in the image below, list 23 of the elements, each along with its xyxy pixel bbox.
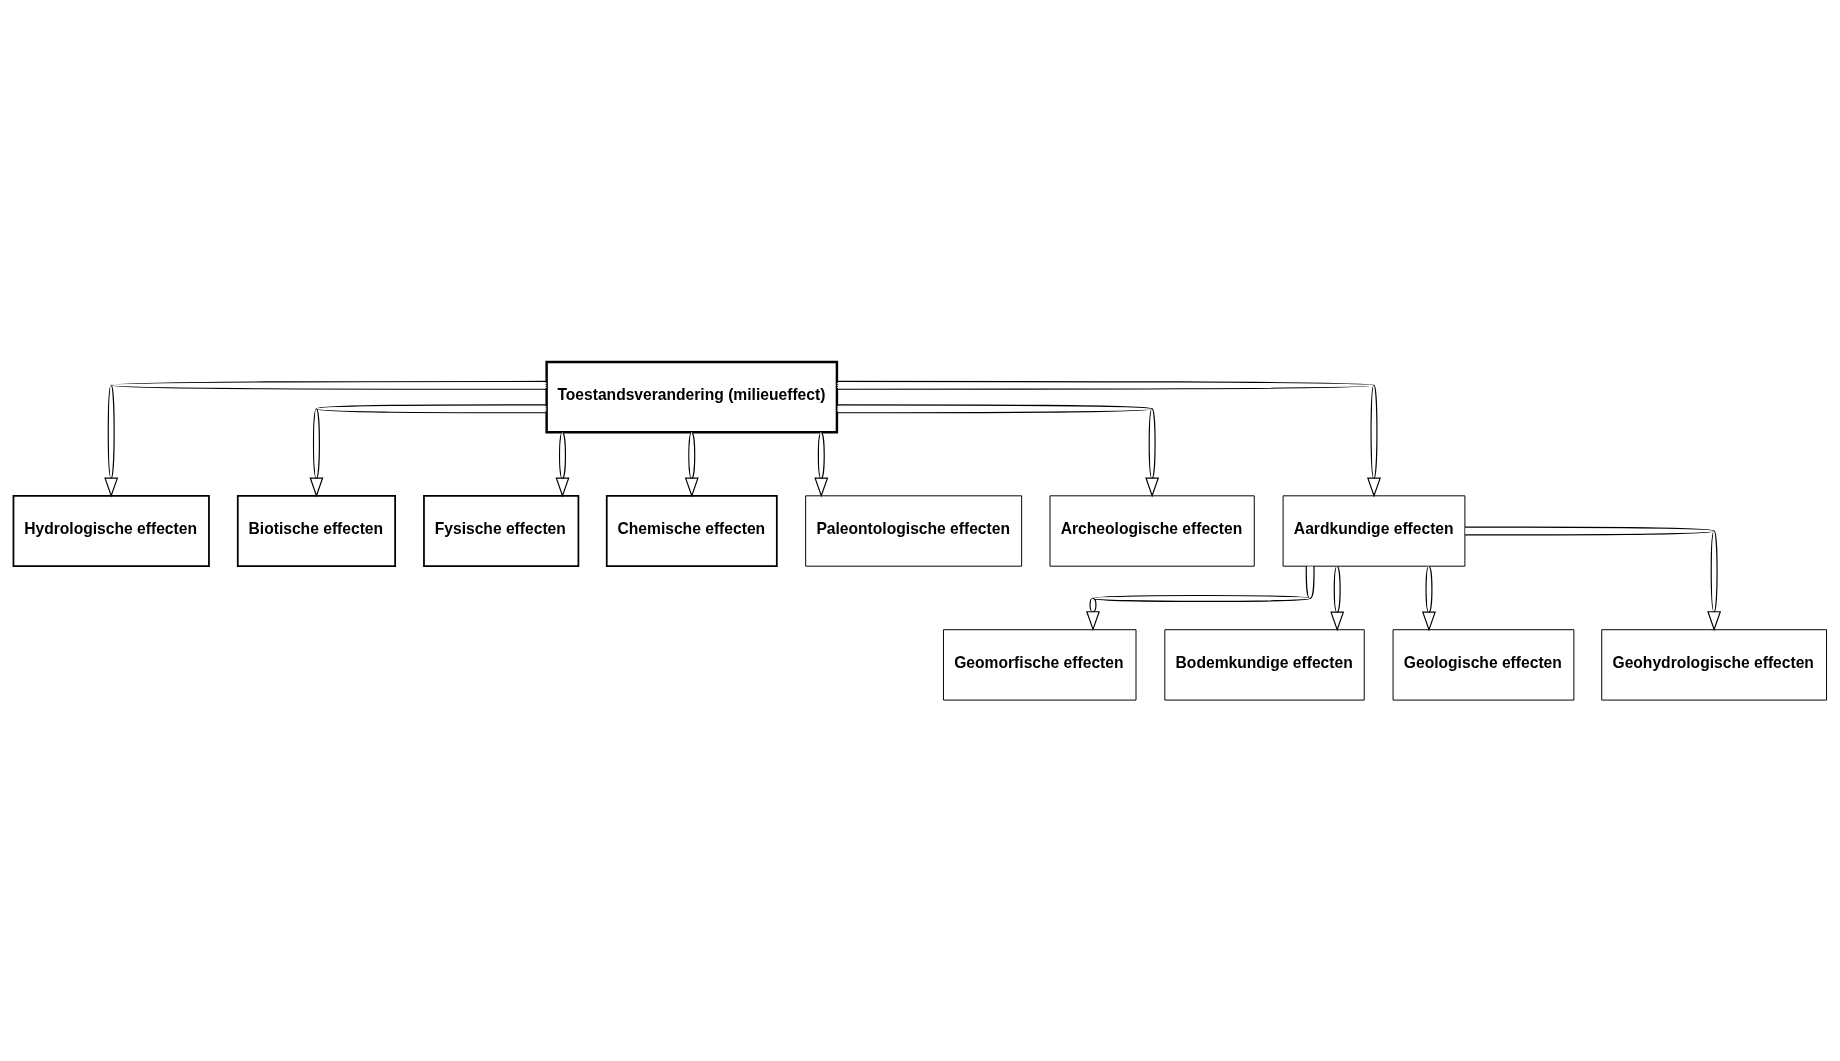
node-box: Chemische effecten [605,494,778,567]
arrow [1464,526,1722,631]
arrow [814,431,829,498]
node-box: Bodemkundige effecten [1164,628,1365,701]
node-box: Geologische effecten [1392,628,1575,701]
arrow [309,403,547,497]
node-box: Geohydrologische effecten [1601,628,1828,701]
node-box: Fysische effecten [423,494,580,567]
arrow [104,380,547,498]
arrow [555,431,570,498]
node-box: Geomorfische effecten [942,628,1137,701]
node-box: Toestandsverandering (milieueffect) [545,360,839,433]
arrow [684,431,699,498]
arrow [1086,565,1315,631]
arrow [1422,565,1436,631]
arrow [836,380,1381,498]
node-box: Paleontologische effecten [805,494,1023,567]
arrow [836,403,1160,497]
node-box: Archeologische effecten [1049,494,1255,567]
node-box: Aardkundige effecten [1282,494,1466,567]
arrow [1330,565,1345,631]
node-box: Biotische effecten [236,494,396,567]
node-box: Hydrologische effecten [12,494,210,567]
